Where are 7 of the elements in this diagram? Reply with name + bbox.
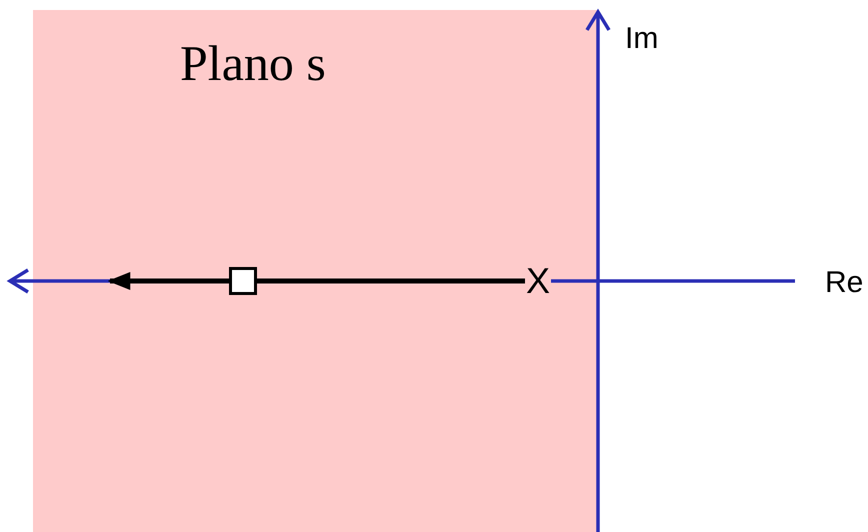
axis-label: Re	[825, 266, 864, 300]
root-locus-branch	[108, 272, 229, 290]
axis-label: Im	[625, 22, 658, 56]
root-locus-branch	[257, 278, 525, 284]
zero-marker	[229, 267, 257, 295]
left-half-plane-region	[33, 10, 598, 532]
plane-title: Plano s	[180, 34, 326, 92]
